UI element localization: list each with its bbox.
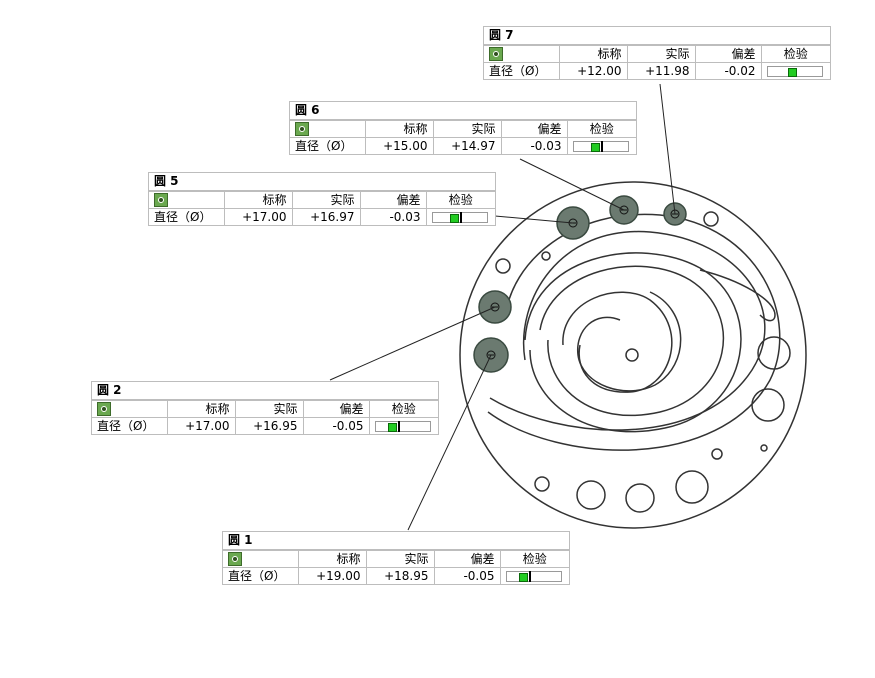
col-deviation: 偏差 [433,550,501,568]
hole-medium [751,388,785,422]
leader-line-7 [659,83,676,215]
spiral-slot-outer-inner [487,213,781,451]
feature-icon-cell [223,550,299,568]
spiral-slot-mid [539,265,725,417]
col-check: 检验 [368,400,438,418]
col-actual: 实际 [365,550,435,568]
row-label: 直径（Ø） [484,62,560,79]
hole-medium [625,483,655,513]
part-outline [459,181,807,529]
col-nominal: 标称 [297,550,367,568]
col-nominal: 标称 [223,191,293,209]
check-indicator [572,141,629,152]
actual-value: +11.98 [626,62,696,79]
col-actual: 实际 [626,45,696,63]
circle-feature-icon[interactable] [295,121,309,136]
actual-value: +18.95 [365,567,435,584]
callout-circle-2: 圆 2 标称 实际 偏差 检验 直径（Ø） +17.00 +16.95 -0.0… [91,381,439,435]
circle-feature-icon[interactable] [489,46,503,61]
row-label: 直径（Ø） [92,417,168,434]
col-actual: 实际 [234,400,304,418]
check-cell [368,417,438,434]
callout-circle-5: 圆 5 标称 实际 偏差 检验 直径（Ø） +17.00 +16.97 -0.0… [148,172,496,226]
check-indicator [374,421,431,432]
hole-medium [757,336,791,370]
col-nominal: 标称 [558,45,628,63]
leader-line-2 [329,306,496,381]
row-label: 直径（Ø） [149,208,225,225]
leader-line-5 [494,215,574,224]
check-cell [499,567,569,584]
callout-title: 圆 2 [92,382,438,400]
check-indicator [505,571,562,582]
circle-feature-icon[interactable] [154,192,168,207]
callout-circle-1: 圆 1 标称 实际 偏差 检验 直径（Ø） +19.00 +18.95 -0.0… [222,531,570,585]
col-check: 检验 [425,191,495,209]
check-indicator [766,66,823,77]
feature-icon-cell [149,191,225,209]
col-deviation: 偏差 [359,191,427,209]
row-label: 直径（Ø） [223,567,299,584]
spiral-slot-inner [562,291,673,393]
row-label: 直径（Ø） [290,137,366,154]
callout-circle-6: 圆 6 标称 实际 偏差 检验 直径（Ø） +15.00 +14.97 -0.0… [289,101,637,155]
callout-title: 圆 1 [223,532,569,550]
col-actual: 实际 [291,191,361,209]
deviation-value: -0.03 [500,137,568,154]
hole-small [760,444,768,452]
hole-small [711,448,723,460]
col-deviation: 偏差 [500,120,568,138]
hole-small [495,258,511,274]
deviation-value: -0.05 [433,567,501,584]
nominal-value: +19.00 [297,567,367,584]
spiral-arm-right [699,269,776,322]
callout-title: 圆 5 [149,173,495,191]
check-cell [760,62,830,79]
spiral-slot-inner-2 [577,291,682,392]
col-deviation: 偏差 [302,400,370,418]
callout-title: 圆 6 [290,102,636,120]
feature-icon-cell [290,120,366,138]
hole-small [534,476,550,492]
feature-icon-cell [484,45,560,63]
hole-medium [576,480,606,510]
deviation-value: -0.02 [694,62,762,79]
deviation-value: -0.03 [359,208,427,225]
leader-line-1 [407,354,492,531]
check-indicator [431,212,488,223]
circle-feature-icon[interactable] [97,401,111,416]
nominal-value: +12.00 [558,62,628,79]
col-nominal: 标称 [364,120,434,138]
check-cell [425,208,495,225]
col-check: 检验 [499,550,569,568]
hole-medium [675,470,709,504]
actual-value: +16.95 [234,417,304,434]
feature-icon-cell [92,400,168,418]
circle-feature-icon[interactable] [228,551,242,566]
hole-small [541,251,551,261]
actual-value: +16.97 [291,208,361,225]
check-cell [566,137,636,154]
col-nominal: 标称 [166,400,236,418]
col-actual: 实际 [432,120,502,138]
callout-circle-7: 圆 7 标称 实际 偏差 检验 直径（Ø） +12.00 +11.98 -0.0… [483,26,831,80]
col-check: 检验 [760,45,830,63]
nominal-value: +17.00 [166,417,236,434]
nominal-value: +15.00 [364,137,434,154]
deviation-value: -0.05 [302,417,370,434]
callout-title: 圆 7 [484,27,830,45]
leader-line-6 [519,158,625,211]
col-check: 检验 [566,120,636,138]
col-deviation: 偏差 [694,45,762,63]
spiral-slot-mid-2 [524,252,742,433]
nominal-value: +17.00 [223,208,293,225]
center-hole [625,348,639,362]
actual-value: +14.97 [432,137,502,154]
hole-small [703,211,719,227]
